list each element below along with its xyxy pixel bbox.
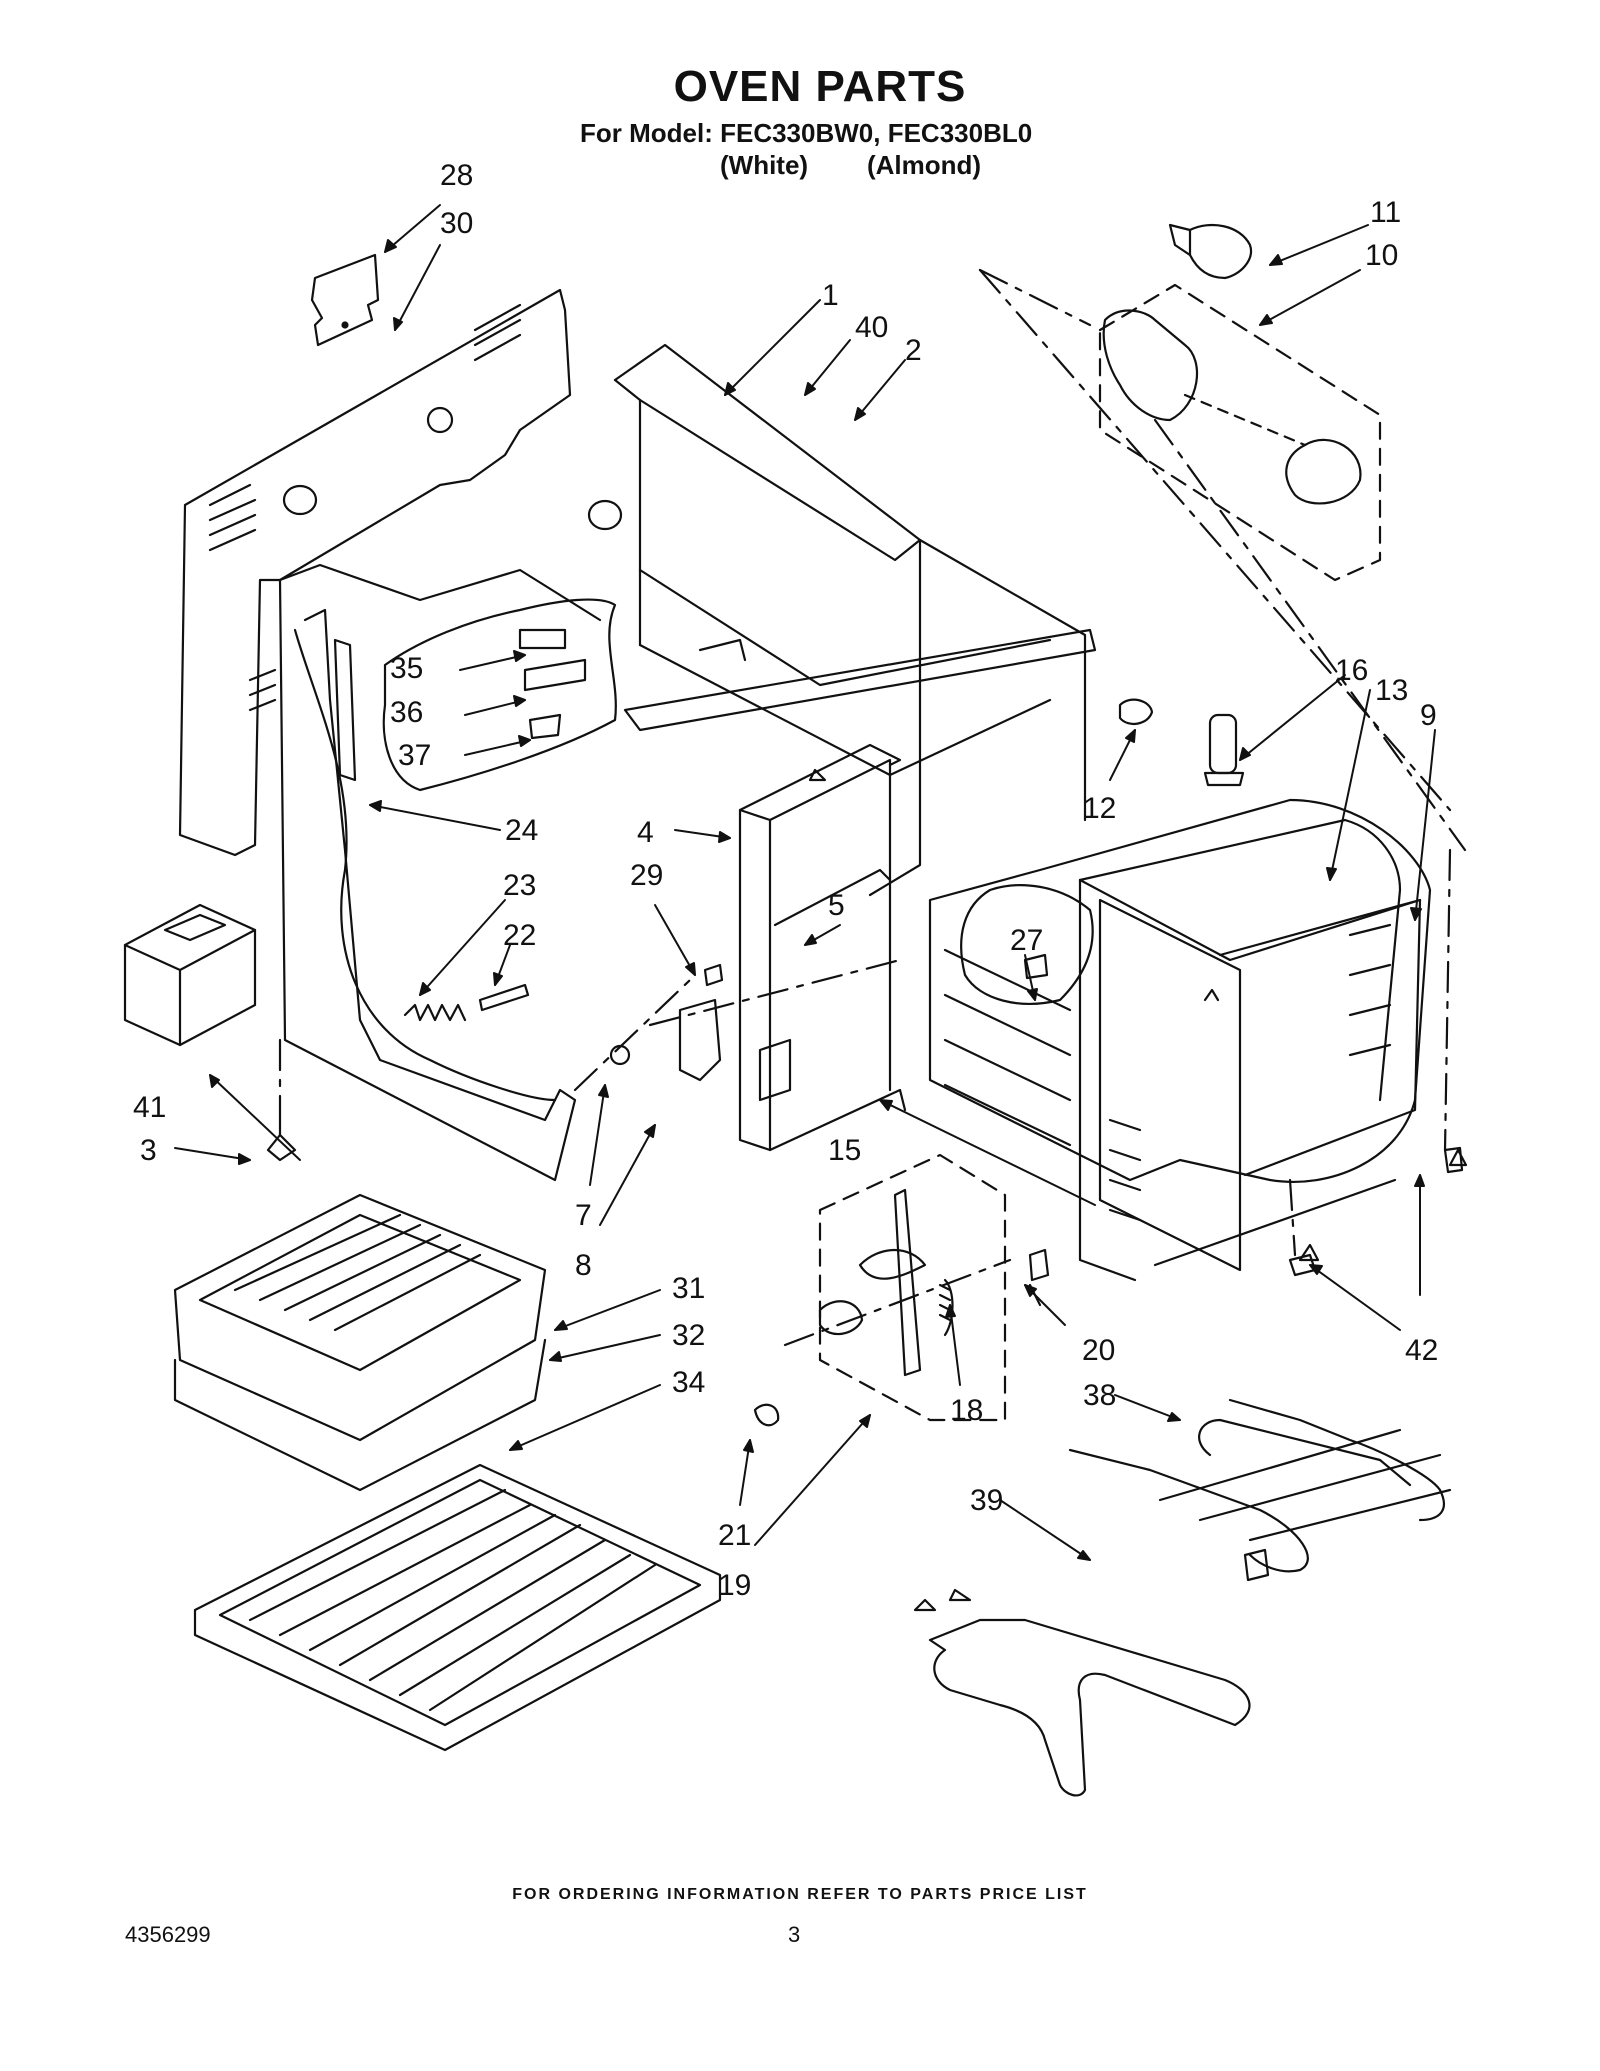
document-number: 4356299: [125, 1922, 211, 1947]
bake-element: [913, 1588, 1251, 1797]
oven-rack: [193, 1463, 722, 1752]
latch-assembly: [818, 1153, 1007, 1422]
callout-35: 35: [390, 652, 423, 685]
callout-38: 38: [1083, 1379, 1116, 1412]
callout-23: 23: [503, 869, 536, 902]
callout-29: 29: [630, 859, 663, 892]
variant-white: (White): [720, 150, 809, 180]
callout-numbers: 1 2 3 4 5 7 8 9 10 11 12 13 15 16 18 19 …: [133, 159, 1438, 1602]
callout-20: 20: [1082, 1334, 1115, 1367]
callout-28: 28: [440, 159, 473, 192]
insulation-patch: [310, 253, 380, 347]
callout-8: 8: [575, 1249, 592, 1282]
callout-42: 42: [1405, 1334, 1438, 1367]
small-hardware: [266, 768, 1468, 1427]
callout-27: 27: [1010, 924, 1043, 957]
callout-1: 1: [822, 279, 839, 312]
callout-3: 3: [140, 1134, 157, 1167]
lens-holder: [1118, 698, 1245, 787]
callout-40: 40: [855, 311, 888, 344]
callout-36: 36: [390, 696, 423, 729]
side-panel: [278, 563, 602, 1182]
broil-pan: [173, 1193, 547, 1492]
oven-cavity: [928, 798, 1432, 1282]
callout-2: 2: [905, 334, 922, 367]
broil-element: [1068, 1398, 1452, 1582]
callout-37: 37: [398, 739, 431, 772]
callout-18: 18: [950, 1394, 983, 1427]
oven-frame: [613, 343, 1097, 897]
variant-almond: (Almond): [867, 150, 982, 180]
model-line: For Model: FEC330BW0, FEC330BL0: [580, 118, 1033, 148]
callout-24: 24: [505, 814, 538, 847]
callout-12: 12: [1083, 792, 1116, 825]
callout-5: 5: [828, 889, 845, 922]
callout-32: 32: [672, 1319, 705, 1352]
callout-11: 11: [1370, 196, 1401, 229]
light-assembly: [1098, 223, 1382, 582]
leader-lines: [174, 204, 1436, 1561]
rear-panel: [178, 288, 623, 857]
callout-21: 21: [718, 1519, 751, 1552]
callout-10: 10: [1365, 239, 1398, 272]
callout-39: 39: [970, 1484, 1003, 1517]
callout-4: 4: [637, 816, 654, 849]
callout-19: 19: [718, 1569, 751, 1602]
callout-31: 31: [672, 1272, 705, 1305]
callout-22: 22: [503, 919, 536, 952]
callout-41: 41: [133, 1091, 166, 1124]
callout-16: 16: [1335, 654, 1368, 687]
callout-15: 15: [828, 1134, 861, 1167]
page-title: OVEN PARTS: [673, 62, 967, 111]
page-number: 3: [788, 1922, 801, 1947]
callout-7: 7: [575, 1199, 592, 1232]
callout-30: 30: [440, 207, 473, 240]
callout-34: 34: [672, 1366, 705, 1399]
relay-box: [123, 903, 257, 1047]
front-frame: [738, 743, 907, 1152]
callout-9: 9: [1420, 699, 1437, 732]
ordering-note: FOR ORDERING INFORMATION REFER TO PARTS …: [512, 1886, 1088, 1903]
callout-13: 13: [1375, 674, 1408, 707]
guide-lines: [278, 268, 1467, 1347]
cutout-area: [382, 598, 617, 792]
